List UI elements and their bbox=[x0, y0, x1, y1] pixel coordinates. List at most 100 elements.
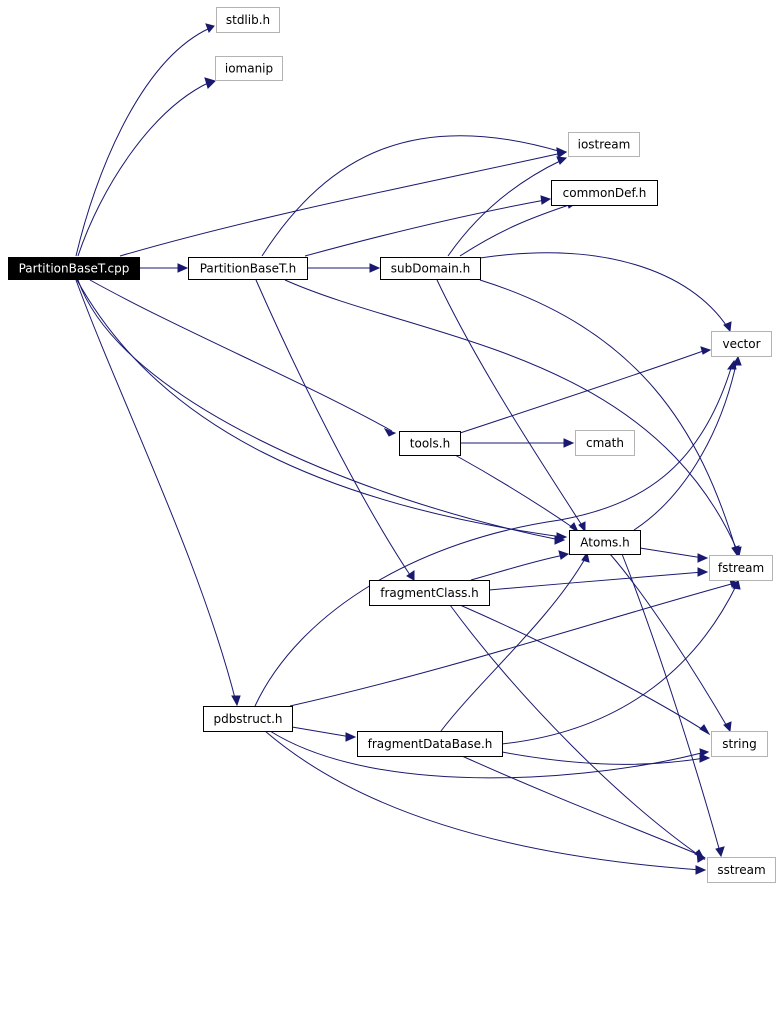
node-commondef-h[interactable]: commonDef.h bbox=[551, 180, 658, 206]
edge-line bbox=[479, 279, 737, 551]
arrowhead-icon bbox=[556, 147, 568, 157]
node-box bbox=[575, 430, 635, 456]
arrowhead-icon bbox=[723, 321, 732, 333]
node-partitionbaset-h[interactable]: PartitionBaseT.h bbox=[188, 257, 308, 280]
edge-line bbox=[501, 583, 738, 745]
edge-root-to-iostream bbox=[119, 148, 568, 257]
arrowhead-icon bbox=[231, 695, 241, 707]
node-box bbox=[215, 56, 283, 81]
edge-subdomain-h-to-vector bbox=[479, 252, 732, 333]
node-box bbox=[369, 580, 490, 606]
edge-line bbox=[454, 454, 576, 530]
edge-line bbox=[501, 751, 706, 765]
arrowhead-icon bbox=[369, 263, 381, 273]
edge-fragmentclass-h-to-fstream bbox=[488, 567, 709, 591]
edge-line bbox=[284, 279, 739, 553]
node-box bbox=[188, 257, 308, 280]
arrowhead-icon bbox=[383, 428, 397, 437]
edge-line bbox=[461, 755, 703, 857]
arrowhead-icon bbox=[556, 156, 568, 165]
node-label: fragmentClass.h bbox=[380, 586, 479, 600]
edge-line bbox=[75, 279, 237, 703]
arrowhead-icon bbox=[578, 521, 586, 533]
edge-fragmentdatabase-h-to-fstream bbox=[501, 578, 741, 745]
node-tools-h[interactable]: tools.h bbox=[399, 431, 461, 456]
edge-atoms-h-to-string bbox=[609, 553, 732, 733]
node-subdomain-h[interactable]: subDomain.h bbox=[380, 257, 481, 280]
edge-partitionbaset-h-to-fragmentclass-h bbox=[255, 279, 415, 581]
arrowhead-icon bbox=[581, 551, 590, 563]
edge-pdbstruct-h-to-fragmentdatabase-h bbox=[291, 726, 357, 742]
edge-line bbox=[479, 252, 729, 329]
edge-root-to-partitionbaset-h bbox=[139, 263, 189, 273]
arrowhead-icon bbox=[569, 522, 580, 534]
edge-subdomain-h-to-fstream bbox=[479, 279, 740, 557]
edge-line bbox=[255, 279, 413, 579]
node-box bbox=[711, 731, 768, 757]
edge-root-to-iomanip bbox=[77, 77, 216, 257]
arrowhead-icon bbox=[695, 865, 707, 875]
arrowhead-icon bbox=[732, 578, 741, 590]
nodes-layer: PartitionBaseT.cpp PartitionBaseT.h subDom… bbox=[8, 7, 776, 883]
node-fstream: fstream bbox=[709, 555, 773, 581]
node-iostream: iostream bbox=[568, 132, 640, 157]
arrowhead-icon bbox=[558, 550, 570, 560]
arrowhead-icon bbox=[699, 724, 711, 736]
edge-pdbstruct-h-to-string bbox=[269, 730, 710, 779]
edge-fragmentclass-h-to-atoms-h bbox=[470, 550, 570, 581]
edge-tools-h-to-atoms-h bbox=[454, 454, 580, 534]
node-box bbox=[399, 431, 461, 456]
arrowhead-icon bbox=[696, 850, 706, 863]
node-box bbox=[569, 530, 641, 555]
node-label: Atoms.h bbox=[580, 536, 629, 550]
edge-pdbstruct-h-to-fstream bbox=[289, 579, 740, 707]
node-vector: vector bbox=[711, 331, 772, 357]
edge-line bbox=[488, 571, 704, 591]
node-cmath: cmath bbox=[575, 430, 635, 456]
edge-line bbox=[436, 279, 584, 528]
node-box bbox=[380, 257, 481, 280]
arrowhead-icon bbox=[697, 567, 709, 577]
arrowhead-icon bbox=[699, 753, 711, 763]
node-box bbox=[709, 555, 773, 581]
edge-line bbox=[459, 349, 707, 434]
node-atoms-h[interactable]: Atoms.h bbox=[569, 530, 641, 555]
edge-line bbox=[76, 279, 563, 538]
node-box bbox=[216, 7, 280, 33]
arrowhead-icon bbox=[406, 570, 415, 581]
edge-line bbox=[289, 582, 736, 707]
edge-partitionbaset-h-to-fstream bbox=[284, 279, 742, 558]
edge-partitionbaset-h-to-subdomain-h bbox=[307, 263, 381, 273]
arrowhead-icon bbox=[204, 77, 216, 89]
node-fragmentdatabase-h[interactable]: fragmentDataBase.h bbox=[357, 731, 503, 757]
node-label: pdbstruct.h bbox=[213, 712, 282, 726]
edge-line bbox=[119, 152, 563, 257]
edge-root-to-atoms-h bbox=[77, 279, 566, 545]
node-fragmentclass-h[interactable]: fragmentClass.h bbox=[369, 580, 490, 606]
arrowhead-icon bbox=[723, 721, 732, 733]
node-label: PartitionBaseT.h bbox=[200, 262, 297, 276]
node-pdbstruct-h[interactable]: pdbstruct.h bbox=[203, 706, 293, 732]
edge-line bbox=[609, 553, 729, 729]
edge-line bbox=[633, 359, 738, 531]
edge-line bbox=[639, 547, 704, 559]
edge-line bbox=[261, 135, 563, 257]
arrowhead-icon bbox=[554, 535, 566, 545]
edge-subdomain-h-to-iostream bbox=[447, 156, 568, 257]
node-label: sstream bbox=[717, 863, 765, 877]
node-label: fragmentDataBase.h bbox=[368, 737, 493, 751]
edge-fragmentdatabase-h-to-sstream bbox=[461, 755, 706, 863]
arrowhead-icon bbox=[700, 346, 712, 355]
node-label: iostream bbox=[578, 138, 631, 152]
edge-line bbox=[269, 730, 706, 779]
node-label: commonDef.h bbox=[563, 186, 647, 200]
node-root: PartitionBaseT.cpp bbox=[8, 257, 140, 280]
edge-line bbox=[449, 604, 701, 857]
node-box bbox=[711, 331, 772, 357]
node-label: string bbox=[722, 737, 756, 751]
edge-line bbox=[77, 279, 561, 541]
node-stdlib-h: stdlib.h bbox=[216, 7, 280, 33]
edge-root-to-tools-h bbox=[89, 279, 397, 437]
edge-tools-h-to-cmath bbox=[460, 438, 575, 448]
